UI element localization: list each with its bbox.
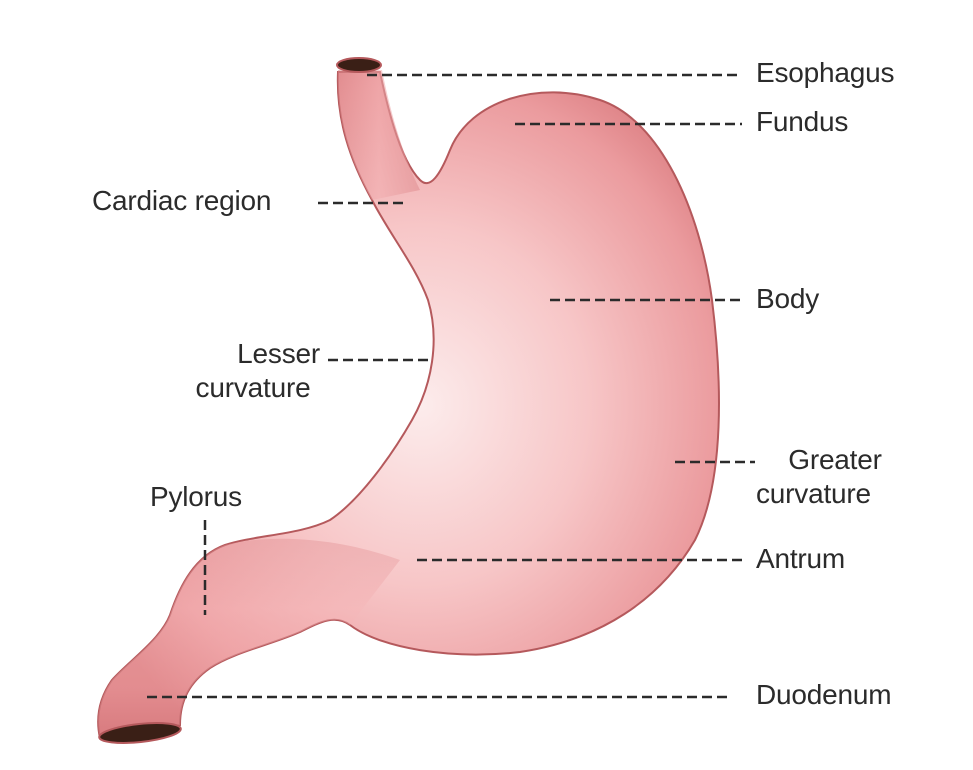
label-lesser-curvature-line2: curvature <box>195 371 311 403</box>
label-fundus: Fundus <box>756 106 849 137</box>
label-greater-curvature: Greater curvature <box>756 443 906 510</box>
esophagus-tube <box>337 70 420 200</box>
label-antrum: Antrum <box>756 543 846 574</box>
label-duodenum: Duodenum <box>756 679 892 710</box>
pyloric-canal <box>98 538 400 738</box>
label-lesser-curvature-line1: Lesser <box>237 338 320 369</box>
label-body: Body <box>756 283 820 314</box>
label-greater-curvature-line2: curvature <box>756 477 871 509</box>
label-cardiac-region: Cardiac region <box>92 185 272 216</box>
duodenum-opening <box>98 722 182 744</box>
label-lesser-curvature: Lesser curvature <box>180 337 326 404</box>
label-esophagus: Esophagus <box>756 57 895 88</box>
label-greater-curvature-line1: Greater <box>788 444 882 475</box>
label-pylorus: Pylorus <box>150 481 242 512</box>
esophagus-opening <box>336 57 382 73</box>
